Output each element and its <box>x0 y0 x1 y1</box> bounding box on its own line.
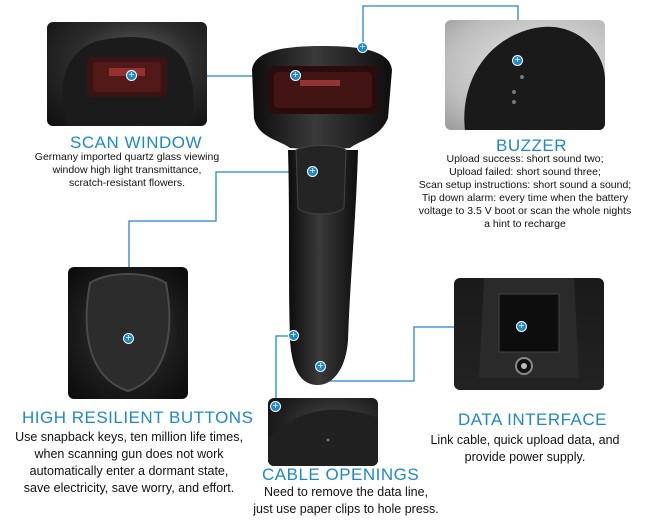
cable-openings-line: just use paper clips to hole press. <box>253 502 439 516</box>
button-illustration <box>85 273 171 393</box>
buzzer-line: a hint to recharge <box>484 218 566 230</box>
cable-opening-main-marker: + <box>288 330 299 341</box>
buzzer-line: Tip down alarm: every time when the batt… <box>421 192 629 204</box>
scan-window-description: Germany imported quartz glass viewing wi… <box>32 151 222 190</box>
cable-openings-title: CABLE OPENINGS <box>262 465 420 484</box>
scan-window-line: Germany imported quartz glass viewing <box>34 151 220 163</box>
data-interface-title: DATA INTERFACE <box>458 410 608 429</box>
high-resilient-buttons-description: Use snapback keys, ten million life time… <box>4 429 254 497</box>
scan-window-main-marker: + <box>290 70 301 81</box>
cable-openings-description: Need to remove the data line, just use p… <box>246 484 446 518</box>
high-resilient-buttons-title: HIGH RESILIENT BUTTONS <box>22 408 254 427</box>
cable-opening-photo <box>268 398 378 466</box>
buttons-line: Use snapback keys, ten million life time… <box>15 430 243 444</box>
scan-window-photo <box>47 22 207 126</box>
buzzer-line: Scan setup instructions: short sound a s… <box>418 179 632 191</box>
barcode-scanner-image <box>252 46 392 385</box>
cable-opening-illustration <box>268 409 378 466</box>
buzzer-line: Upload failed: short sound three; <box>449 166 601 178</box>
buzzer-description: Upload success: short sound two; Upload … <box>410 153 640 231</box>
buzzer-photo <box>445 20 605 130</box>
data-interface-illustration <box>479 278 579 378</box>
buzzer-marker: + <box>357 42 368 53</box>
data-interface-description: Link cable, quick upload data, and provi… <box>420 432 630 466</box>
scan-window-line: scratch-resistant flowers. <box>68 177 186 189</box>
data-interface-marker: + <box>516 321 527 332</box>
buzzer-title: BUZZER <box>496 136 567 155</box>
data-interface-line: provide power supply. <box>464 450 586 464</box>
scan-window-title: SCAN WINDOW <box>70 133 203 152</box>
buzzer-illustration <box>464 26 605 130</box>
scan-window-line: window high light transmittance, <box>52 164 202 176</box>
button-marker: + <box>123 333 134 344</box>
buzzer-photo-marker: + <box>512 55 523 66</box>
buttons-line: save electricity, save worry, and effort… <box>23 481 235 495</box>
buttons-line: automatically enter a dormant state, <box>29 464 229 478</box>
data-interface-line: Link cable, quick upload data, and <box>430 433 620 447</box>
cable-opening-marker: + <box>270 401 281 412</box>
scan-window-marker: + <box>126 70 137 81</box>
buzzer-line: voltage to 3.5 V boot or scan the whole … <box>418 205 632 217</box>
buzzer-line: Upload success: short sound two; <box>446 153 604 165</box>
cable-openings-line: Need to remove the data line, <box>264 485 428 499</box>
buttons-line: when scanning gun does not work <box>34 447 224 461</box>
data-interface-photo <box>454 278 604 390</box>
data-interface-main-marker: + <box>315 361 326 372</box>
trigger-marker: + <box>307 166 318 177</box>
